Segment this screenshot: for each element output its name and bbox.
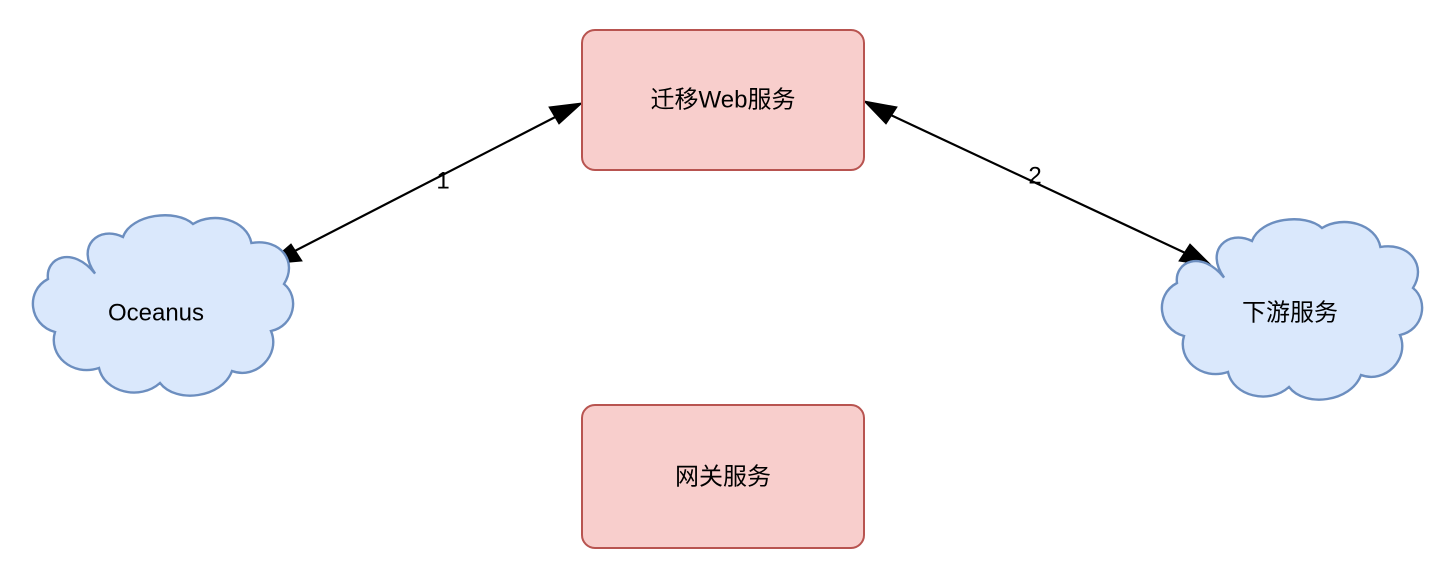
edge-1-label: 1: [436, 167, 449, 194]
migrate-web-service-shape: [581, 29, 865, 171]
downstream-service-label: 下游服务: [1242, 299, 1338, 326]
edge-1-line: [284, 110, 568, 257]
gateway-service-shape: [581, 404, 865, 549]
edge-2-arrowhead-start: [862, 100, 898, 125]
node-oceanus[interactable]: Oceanus: [31, 214, 295, 397]
edge-2-line: [879, 109, 1197, 259]
migrate-web-service-label: 迁移Web服务: [651, 86, 796, 113]
downstream-service-cloud-shape: [1160, 218, 1424, 401]
oceanus-label: Oceanus: [108, 299, 204, 326]
node-gateway-service[interactable]: 网关服务: [581, 404, 865, 549]
oceanus-cloud-shape: [31, 214, 295, 397]
gateway-service-label: 网关服务: [675, 463, 771, 490]
edge-1-arrowhead-end: [548, 102, 584, 125]
edge-2-label: 2: [1028, 162, 1041, 189]
node-downstream-service[interactable]: 下游服务: [1160, 218, 1424, 401]
edge-2-connector[interactable]: 2: [862, 100, 1214, 267]
node-migrate-web-service[interactable]: 迁移Web服务: [581, 29, 865, 171]
edge-1-connector[interactable]: 1: [266, 102, 584, 265]
